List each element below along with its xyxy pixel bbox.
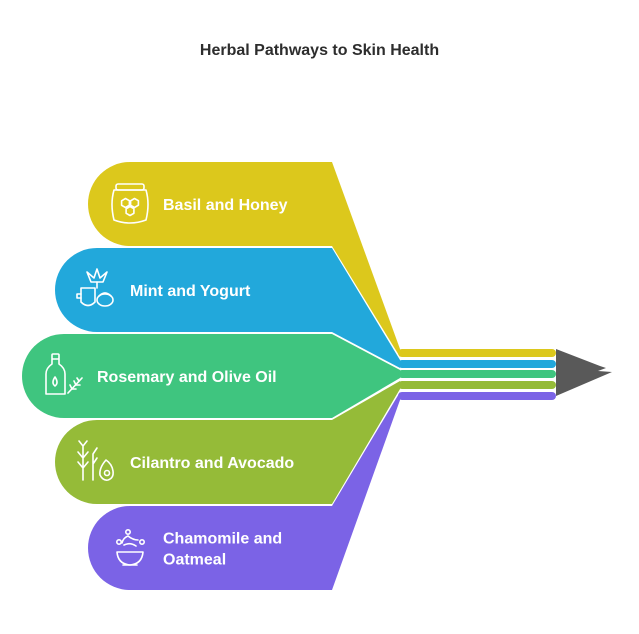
- item-label: Mint and Yogurt: [130, 283, 251, 300]
- pencil-stripe: [398, 349, 556, 357]
- item-tab: [88, 162, 332, 246]
- pencil-stripe: [398, 392, 556, 400]
- pencil-tip-shape: [556, 349, 612, 396]
- item-label-line: Oatmeal: [163, 552, 226, 569]
- pencil-stripe: [398, 360, 556, 368]
- oatmeal-bowl-icon: [116, 528, 146, 566]
- connector-wedge: [332, 334, 400, 418]
- connector-wedge: [332, 248, 400, 368]
- item-label-line: Mint and Yogurt: [130, 283, 251, 300]
- pencil-tip: [556, 349, 612, 396]
- olive-oil-bottle-icon: [45, 353, 83, 395]
- item-label-line: Basil and Honey: [163, 197, 288, 214]
- item-tab: [55, 248, 332, 332]
- connector-wedge: [332, 162, 400, 357]
- item-tab: [88, 506, 332, 590]
- wedges-layer: [332, 162, 400, 590]
- pencil-stripe: [398, 381, 556, 389]
- connector-wedge: [332, 392, 400, 590]
- honey-jar-icon: [111, 183, 149, 224]
- item-label-line: Cilantro and Avocado: [130, 455, 294, 472]
- item-label-line: Chamomile and: [163, 531, 282, 548]
- item-tab: [22, 334, 332, 418]
- item-label: Basil and Honey: [163, 197, 288, 214]
- list-item: Basil and Honey: [88, 162, 332, 246]
- list-item: Rosemary and Olive Oil: [22, 334, 332, 418]
- diagram-title: Herbal Pathways to Skin Health: [199, 42, 440, 59]
- connector-wedge: [332, 381, 400, 504]
- pencil-stripes: [398, 349, 556, 400]
- item-label-line: Rosemary and Olive Oil: [97, 369, 277, 386]
- cilantro-avocado-icon: [77, 440, 114, 481]
- item-tab: [55, 420, 332, 504]
- item-label: Cilantro and Avocado: [130, 455, 294, 472]
- list-item: Cilantro and Avocado: [55, 420, 332, 504]
- mint-yogurt-icon: [76, 268, 114, 307]
- pencil-stripe: [398, 370, 556, 378]
- list-item: Mint and Yogurt: [55, 248, 332, 332]
- item-label: Rosemary and Olive Oil: [97, 369, 277, 386]
